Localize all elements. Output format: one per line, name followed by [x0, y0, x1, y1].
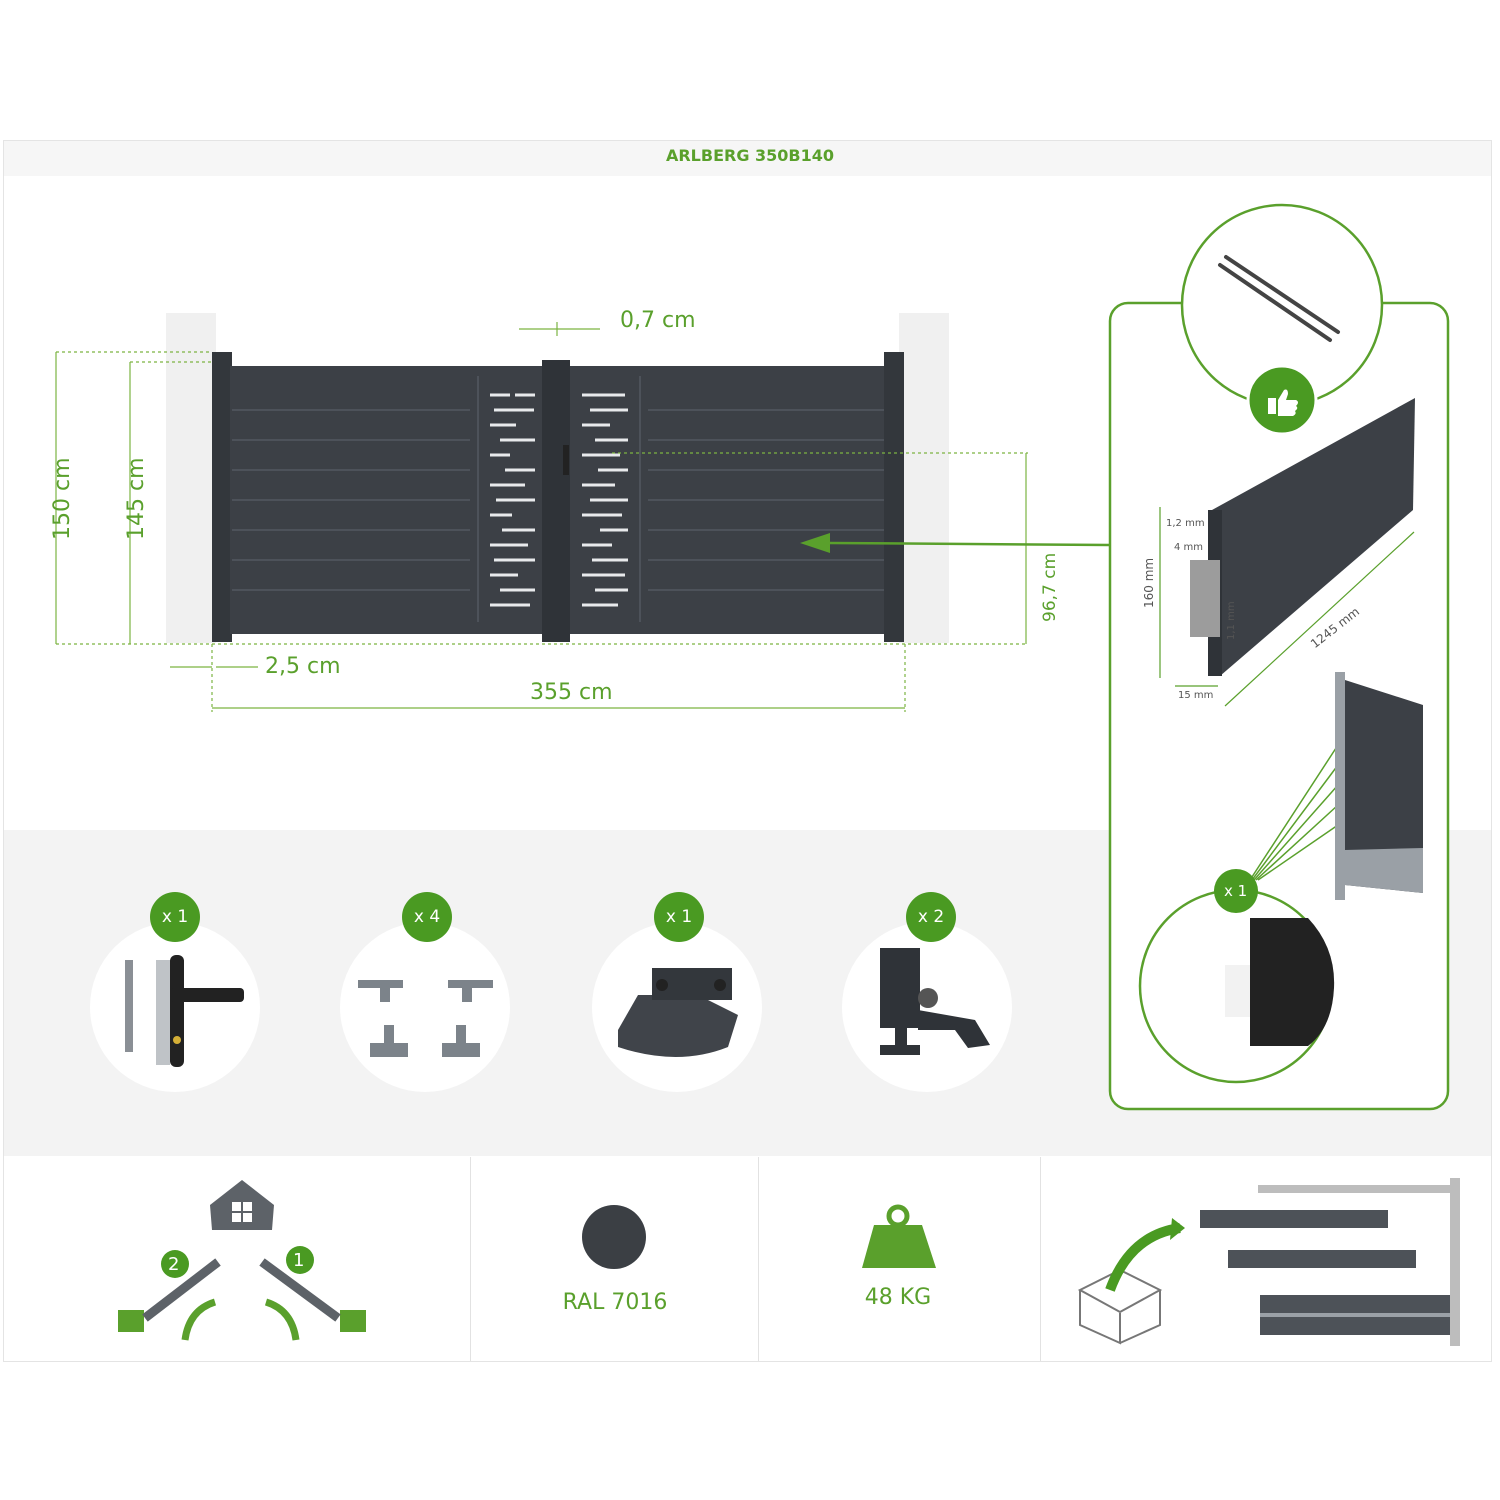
profile-qty-badge: x 1 [1224, 882, 1248, 900]
central-stop-icon [618, 968, 738, 1057]
decorative-cutouts [490, 393, 628, 607]
gate-holder-icon [880, 948, 990, 1055]
divider [758, 1157, 759, 1361]
profile-depth: 4 mm [1174, 542, 1204, 553]
screws-icon [1218, 255, 1340, 342]
weight-label: 48 KG [864, 1285, 932, 1310]
left-stile [212, 352, 232, 642]
content-frame [3, 140, 1492, 1362]
qty-badge: x 1 [150, 892, 200, 942]
qty-badge: x 1 [654, 892, 704, 942]
weight-icon [862, 1204, 936, 1268]
step-1-label: 1 [293, 1250, 305, 1271]
width-dimension: 355 cm [530, 680, 613, 705]
profile-thickness-1: 1,2 mm [1166, 518, 1205, 529]
color-label: RAL 7016 [562, 1290, 668, 1315]
product-title: ARLBERG 350B140 [665, 146, 835, 165]
step-2-label: 2 [168, 1254, 180, 1275]
accessory-circle [340, 922, 510, 1092]
qty-badge: x 2 [906, 892, 956, 942]
right-post [899, 313, 949, 643]
profile-slat [1212, 398, 1415, 676]
opening-direction-icon [118, 1180, 366, 1341]
hinges-icon [358, 980, 493, 1057]
divider [470, 1157, 471, 1361]
left-post [166, 313, 216, 643]
right-stile [884, 352, 904, 642]
divider [1040, 1157, 1041, 1361]
box-delivery-icon [1077, 1178, 1460, 1346]
post-gap-dimension: 2,5 cm [265, 654, 341, 679]
handle-lock-icon [125, 955, 244, 1067]
handle-icon [563, 445, 569, 475]
profile-width: 15 mm [1178, 690, 1214, 701]
center-post [542, 360, 570, 642]
title-bar [4, 141, 1491, 176]
color-swatch [582, 1205, 646, 1269]
gap-dimension: 0,7 cm [620, 308, 696, 333]
qty-badge: x 4 [402, 892, 452, 942]
